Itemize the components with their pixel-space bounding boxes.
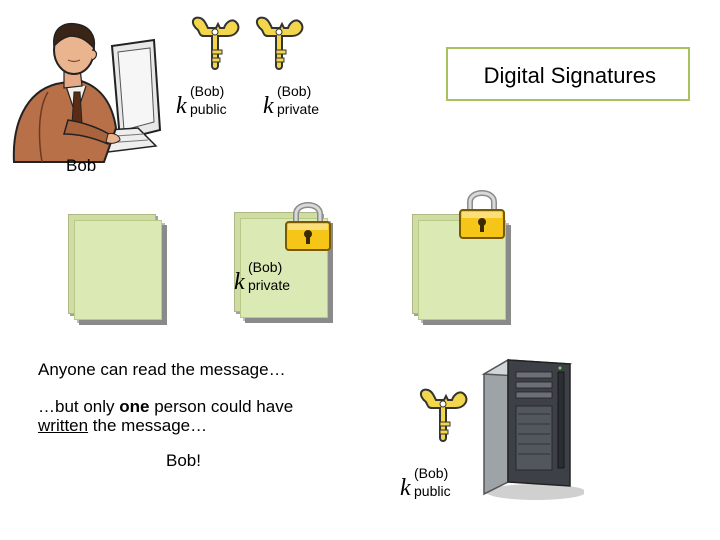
server-public-key-label: k (Bob) public [400,466,470,502]
caption-written-message: written the message… [38,416,207,436]
public-key-icon [190,14,242,72]
padlock-icon [282,198,334,254]
bob-illustration [8,12,166,164]
public-key-icon [418,386,470,444]
bob-label: Bob [66,156,96,176]
caption-line2-prefix: …but only [38,397,119,416]
message-document-plain [68,214,168,326]
title-box: Digital Signatures [446,47,690,101]
caption-line2-suffix: person could have [150,397,294,416]
caption-emphasis-written: written [38,416,88,435]
caption-emphasis-one: one [119,397,149,416]
caption-anyone-can-read: Anyone can read the message… [38,360,286,380]
caption-line3-suffix: the message… [88,416,207,435]
public-key-label: k (Bob) public [176,84,246,120]
caption-bob-exclaim: Bob! [166,451,201,471]
private-key-icon [254,14,306,72]
caption-only-one-person: …but only one person could have [38,397,293,417]
private-key-label: k (Bob) private [263,84,333,120]
slide-title: Digital Signatures [484,63,656,89]
server-icon [474,354,584,502]
private-key-sign-label: k (Bob) private [234,260,304,296]
padlock-icon [456,186,508,242]
